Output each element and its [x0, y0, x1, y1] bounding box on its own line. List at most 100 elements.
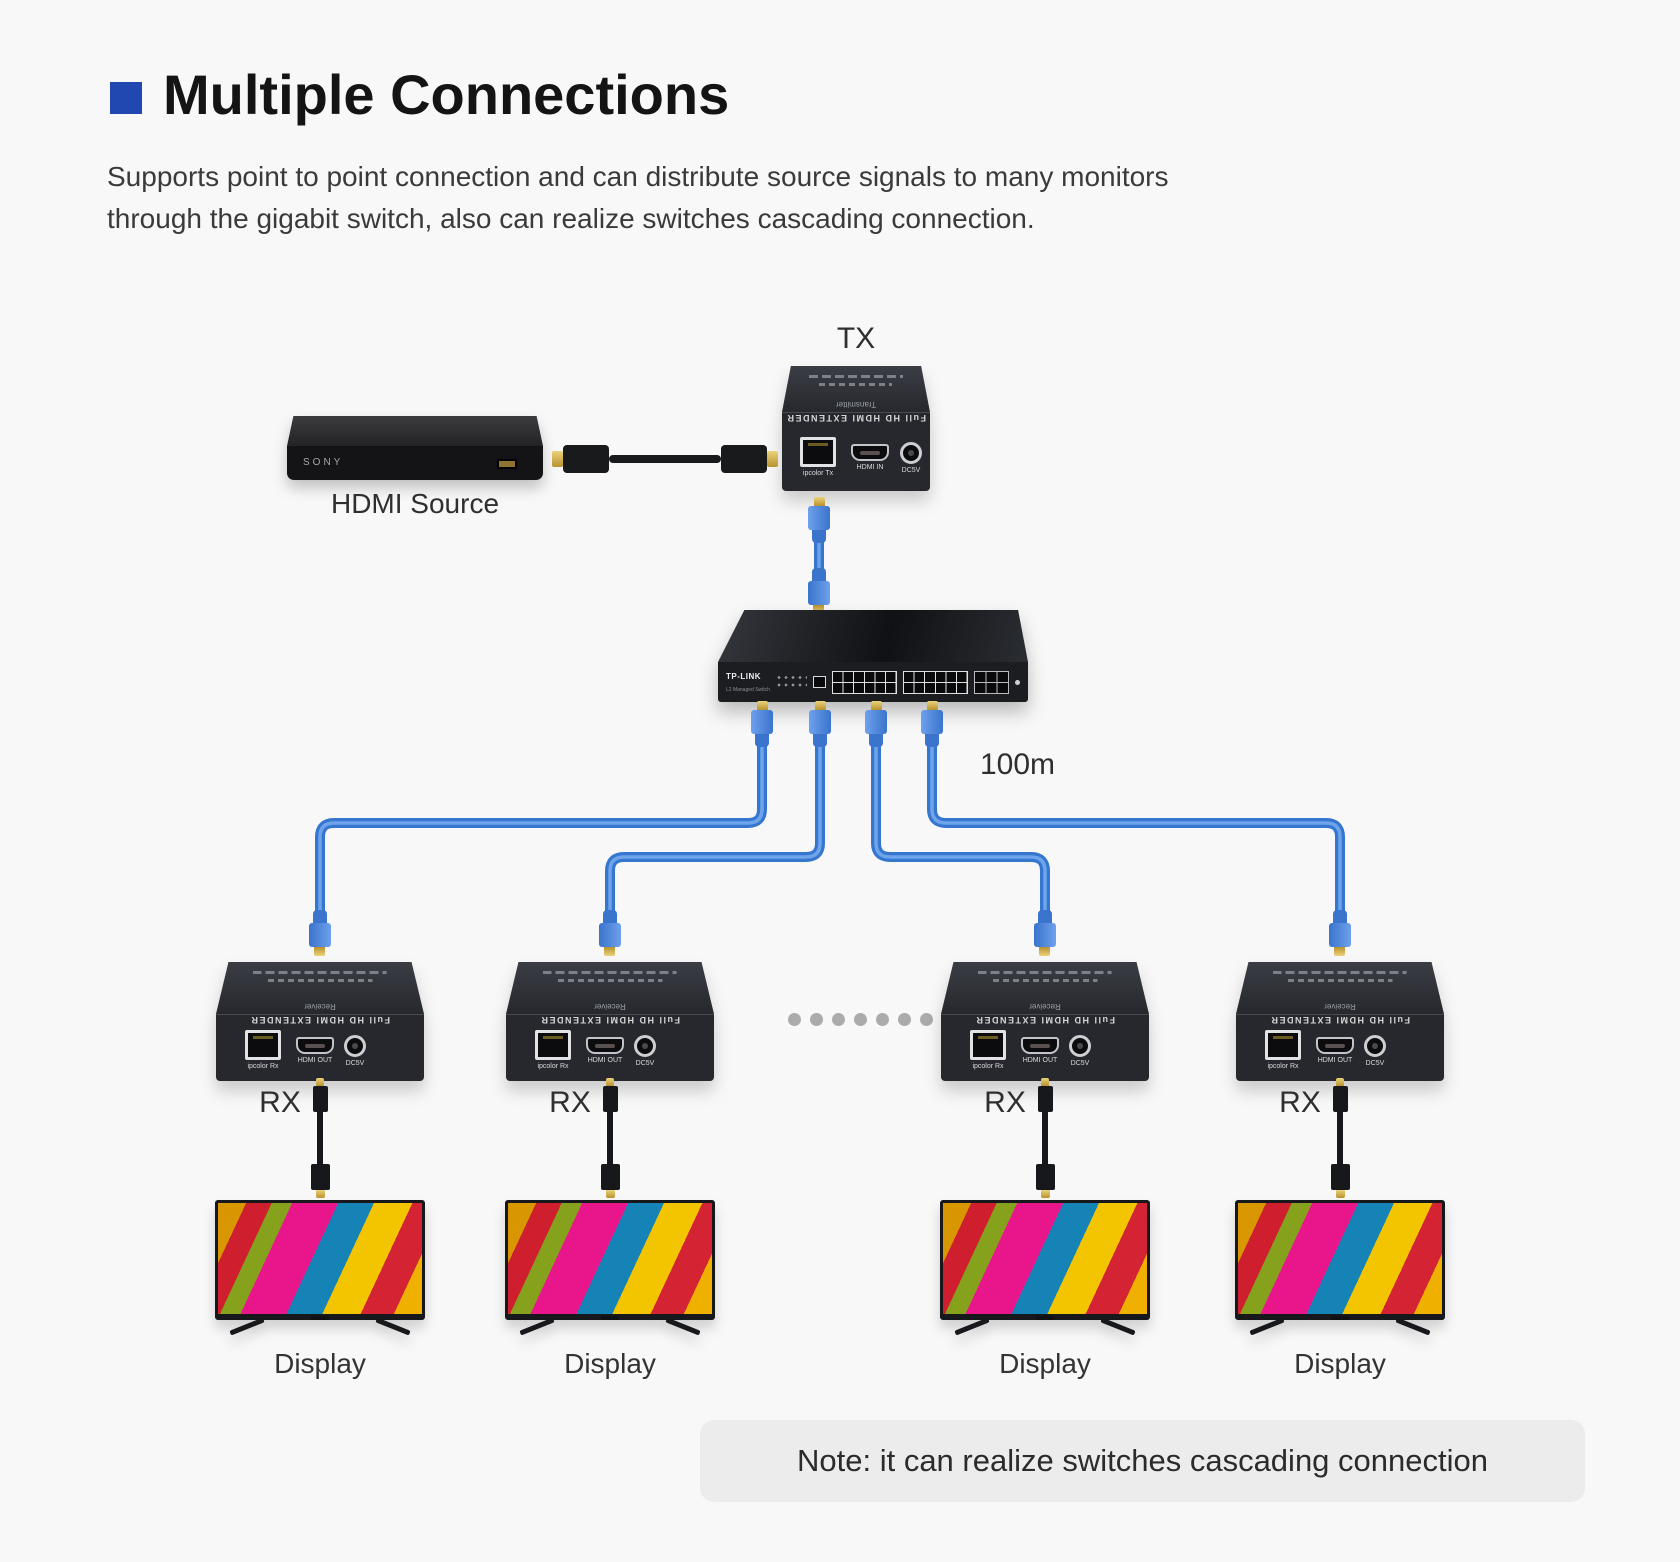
description-line-2: through the gigabit switch, also can rea… [107, 203, 1035, 234]
rj45-port-icon [800, 437, 836, 467]
dot [854, 1013, 867, 1026]
tx-dc-port: DC5V [887, 437, 935, 474]
cable-switch-to-rx4 [927, 698, 1345, 940]
player-brand: SONY [303, 457, 344, 468]
note-text: Note: it can realize switches cascading … [797, 1443, 1488, 1478]
tx-rj45-port: ipcolor Tx [794, 437, 842, 477]
switch-brand: TP-LINK [726, 671, 762, 681]
hdmi-cable-line [609, 455, 721, 463]
dot [810, 1013, 823, 1026]
rx-dc-port: DC5V [621, 1030, 669, 1067]
rx-panel-text: Full HD HDMI EXTENDER [250, 1015, 391, 1025]
rx-label-2: RX [549, 1086, 591, 1119]
hdmi-cable-source-to-tx [552, 444, 778, 474]
tx-extender-unit: Transmitter Full HD HDMI EXTENDER ipcolo… [782, 366, 930, 491]
rx-dc-port: DC5V [1351, 1030, 1399, 1067]
title-accent-square [110, 82, 142, 114]
dc-power-icon [900, 442, 922, 464]
rj45-plug-down [1034, 910, 1056, 956]
switch-brand-block: TP-LINK L2 Managed Switch [726, 672, 771, 693]
rj45-plug-up [865, 701, 887, 747]
display-tv-1 [215, 1200, 425, 1336]
usb-port-icon [497, 459, 517, 469]
switch-front-face: TP-LINK L2 Managed Switch [718, 662, 1028, 702]
rj45-port-icon [535, 1030, 571, 1060]
ellipsis-dots [788, 1013, 933, 1026]
tx-extender-top: Transmitter [782, 366, 930, 412]
rj45-port-icon [970, 1030, 1006, 1060]
rj45-plug-down [808, 568, 830, 614]
rx-panel-text: Full HD HDMI EXTENDER [1270, 1015, 1411, 1025]
dot [788, 1013, 801, 1026]
switch-top-face [718, 610, 1028, 662]
description-line-1: Supports point to point connection and c… [107, 161, 1169, 192]
hdmi-cable-rx-to-display [1035, 1078, 1055, 1198]
rx-role-text: Receiver [594, 1002, 626, 1011]
dc-power-icon [1364, 1035, 1386, 1057]
display-tv-2 [505, 1200, 715, 1336]
tx-role-text: Transmitter [835, 400, 877, 409]
rj45-plug-down [1329, 910, 1351, 956]
distance-label: 100m [980, 748, 1056, 781]
rx-label-1: RX [259, 1086, 301, 1119]
page-title: Multiple Connections [163, 63, 730, 126]
dc-power-icon [1069, 1035, 1091, 1057]
tx-panel-text: Full HD HDMI EXTENDER [786, 413, 927, 423]
switch-power-button [1015, 679, 1020, 685]
tx-label: TX [836, 322, 876, 355]
tv-screen [505, 1200, 715, 1320]
rx-hdmi-port: HDMI OUT [581, 1030, 629, 1064]
rx-extender-unit-4: Receiver Full HD HDMI EXTENDER ipcolor R… [1236, 962, 1444, 1081]
hdmi-port-icon [1021, 1037, 1059, 1054]
label-strip-decoration [978, 971, 1112, 982]
rx-panel-text: Full HD HDMI EXTENDER [540, 1015, 681, 1025]
rx-role-text: Receiver [304, 1002, 336, 1011]
rx-extender-unit-2: Receiver Full HD HDMI EXTENDER ipcolor R… [506, 962, 714, 1081]
tv-screen [940, 1200, 1150, 1320]
rx-dc-port: DC5V [331, 1030, 379, 1067]
hdmi-port-icon [296, 1037, 334, 1054]
tx-rj45-label: ipcolor Tx [802, 470, 834, 477]
hdmi-connector-head [563, 445, 609, 473]
dot [898, 1013, 911, 1026]
hdmi-cable-rx-to-display [1330, 1078, 1350, 1198]
rx-extender-unit-3: Receiver Full HD HDMI EXTENDER ipcolor R… [941, 962, 1149, 1081]
rj45-plug-up [751, 701, 773, 747]
switch-sfp-block [973, 670, 1010, 694]
rx-panel-text: Full HD HDMI EXTENDER [975, 1015, 1116, 1025]
switch-led-indicators [777, 674, 807, 690]
hdmi-connector-tip [552, 451, 563, 467]
rx-rj45-port: ipcolor Rx [529, 1030, 577, 1070]
dot [920, 1013, 933, 1026]
rj45-port-icon [245, 1030, 281, 1060]
hdmi-cable-rx-to-display [310, 1078, 330, 1198]
switch-model: L2 Managed Switch [726, 686, 770, 693]
rx-label-4: RX [1279, 1086, 1321, 1119]
hdmi-port-icon [1316, 1037, 1354, 1054]
label-strip-decoration [808, 375, 904, 386]
note-box: Note: it can realize switches cascading … [700, 1420, 1585, 1502]
rx-label-3: RX [984, 1086, 1026, 1119]
tx-dc-label: DC5V [901, 467, 921, 474]
switch-port-block-1 [832, 670, 898, 694]
dot [876, 1013, 889, 1026]
display-label-2: Display [564, 1348, 656, 1379]
hdmi-source-device: SONY [287, 416, 543, 480]
tx-extender-front: Full HD HDMI EXTENDER ipcolor Tx HDMI IN… [782, 412, 930, 491]
dc-power-icon [634, 1035, 656, 1057]
switch-port-block-2 [903, 670, 968, 694]
rx-rj45-port: ipcolor Rx [1259, 1030, 1307, 1070]
label-strip-decoration [1273, 971, 1407, 982]
tx-hdmi-port: HDMI IN [846, 437, 894, 471]
rx-hdmi-port: HDMI OUT [291, 1030, 339, 1064]
display-label-3: Display [999, 1348, 1091, 1379]
switch-console-port [812, 676, 827, 688]
dc-power-icon [344, 1035, 366, 1057]
cable-switch-to-rx1 [315, 698, 767, 940]
rx-rj45-port: ipcolor Rx [964, 1030, 1012, 1070]
hdmi-cable-rx-to-display [600, 1078, 620, 1198]
hdmi-source-label: HDMI Source [330, 488, 500, 519]
label-strip-decoration [543, 971, 677, 982]
